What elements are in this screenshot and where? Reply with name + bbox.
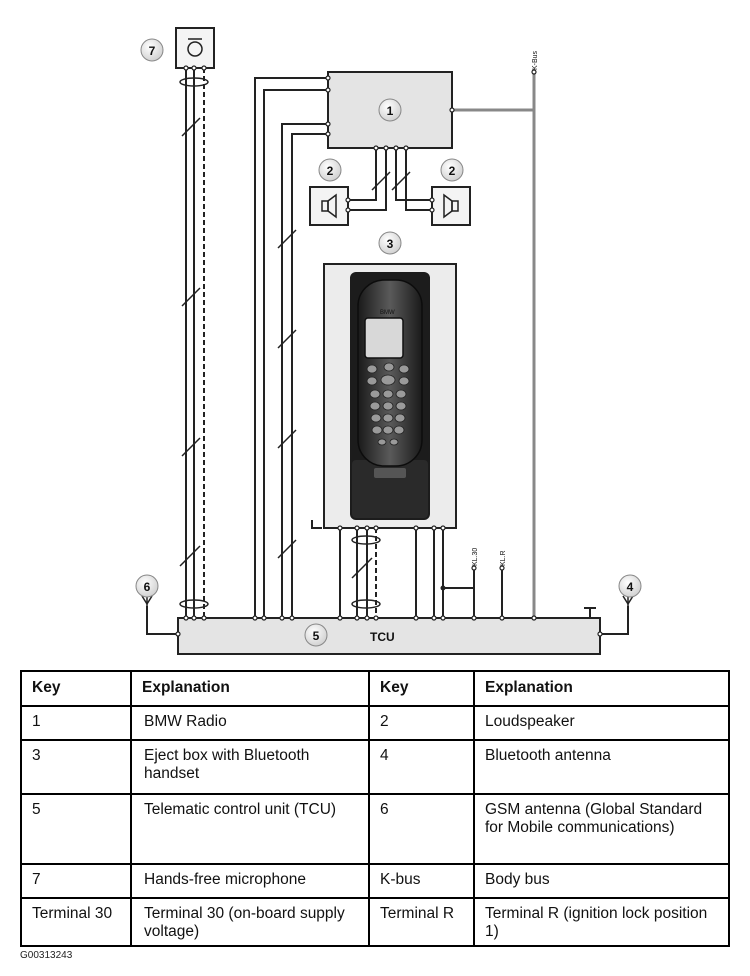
svg-text:6: 6 xyxy=(144,580,151,594)
tcu-label: TCU xyxy=(370,630,395,644)
table-row: 5 Telematic control unit (TCU) 6 GSM ant… xyxy=(20,793,730,865)
explanation-cell: Terminal R (ignition lock position 1) xyxy=(473,897,730,947)
header-key-1: Key xyxy=(20,670,132,707)
table-row: Terminal 30 Terminal 30 (on-board supply… xyxy=(20,897,730,947)
svg-text:1: 1 xyxy=(387,104,394,118)
explanation-cell: Bluetooth antenna xyxy=(473,739,730,795)
twisted-pair-markers xyxy=(179,77,381,609)
svg-text:2: 2 xyxy=(327,164,334,178)
k-bus-label: K-Bus xyxy=(532,50,539,70)
key-cell: 5 xyxy=(20,793,132,865)
explanation-cell: Eject box with Bluetooth handset xyxy=(130,739,370,795)
bluetooth-antenna-icon xyxy=(622,595,634,606)
svg-text:3: 3 xyxy=(387,237,394,251)
explanation-cell: GSM antenna (Global Standard for Mobile … xyxy=(473,793,730,865)
callout-1: 1 xyxy=(378,98,402,122)
eject-box: BMW xyxy=(323,263,457,529)
explanation-cell: Hands-free microphone xyxy=(130,863,370,899)
key-cell: 1 xyxy=(20,705,132,741)
wiring-diagram: BMW TCU K-Bus KL.30 KL.R 7 1 xyxy=(135,27,642,655)
kl30-label: KL.30 xyxy=(472,548,479,566)
header-explanation-2: Explanation xyxy=(473,670,730,707)
table-row: 3 Eject box with Bluetooth handset 4 Blu… xyxy=(20,739,730,795)
figure-code: G00313243 xyxy=(20,950,73,961)
key-cell: 3 xyxy=(20,739,132,795)
key-cell: K-bus xyxy=(368,863,475,899)
key-cell: Terminal 30 xyxy=(20,897,132,947)
key-cell: 2 xyxy=(368,705,475,741)
junction-dot xyxy=(440,585,446,591)
callout-3: 3 xyxy=(378,231,402,255)
handset-brand: BMW xyxy=(380,310,395,316)
gsm-antenna-icon xyxy=(141,595,153,606)
key-cell: 7 xyxy=(20,863,132,899)
svg-text:4: 4 xyxy=(627,580,634,594)
table-row: 1 BMW Radio 2 Loudspeaker xyxy=(20,705,730,741)
callout-7: 7 xyxy=(140,38,164,62)
tcu-box xyxy=(177,617,601,655)
connection-dots xyxy=(175,65,603,637)
k-bus-line xyxy=(452,72,536,618)
key-table: Key Explanation Key Explanation 1 BMW Ra… xyxy=(20,670,730,947)
table-row: 7 Hands-free microphone K-bus Body bus xyxy=(20,863,730,899)
microphone xyxy=(175,27,215,69)
key-cell: Terminal R xyxy=(368,897,475,947)
svg-text:7: 7 xyxy=(149,44,156,58)
loudspeaker-left xyxy=(309,186,349,226)
key-cell: 6 xyxy=(368,793,475,865)
explanation-cell: Telematic control unit (TCU) xyxy=(130,793,370,865)
loudspeaker-right xyxy=(431,186,471,226)
explanation-cell: Body bus xyxy=(473,863,730,899)
callout-2-left: 2 xyxy=(318,158,342,182)
callout-2-right: 2 xyxy=(440,158,464,182)
callout-5: 5 xyxy=(304,623,328,647)
header-key-2: Key xyxy=(368,670,475,707)
callout-4: 4 xyxy=(618,574,642,598)
explanation-cell: BMW Radio xyxy=(130,705,370,741)
table-header-row: Key Explanation Key Explanation xyxy=(20,670,730,707)
header-explanation-1: Explanation xyxy=(130,670,370,707)
key-cell: 4 xyxy=(368,739,475,795)
callout-6: 6 xyxy=(135,574,159,598)
explanation-cell: Loudspeaker xyxy=(473,705,730,741)
twist-marks xyxy=(179,117,411,579)
svg-text:5: 5 xyxy=(313,629,320,643)
explanation-cell: Terminal 30 (on-board supply voltage) xyxy=(130,897,370,947)
klr-label: KL.R xyxy=(500,550,507,566)
svg-text:2: 2 xyxy=(449,164,456,178)
